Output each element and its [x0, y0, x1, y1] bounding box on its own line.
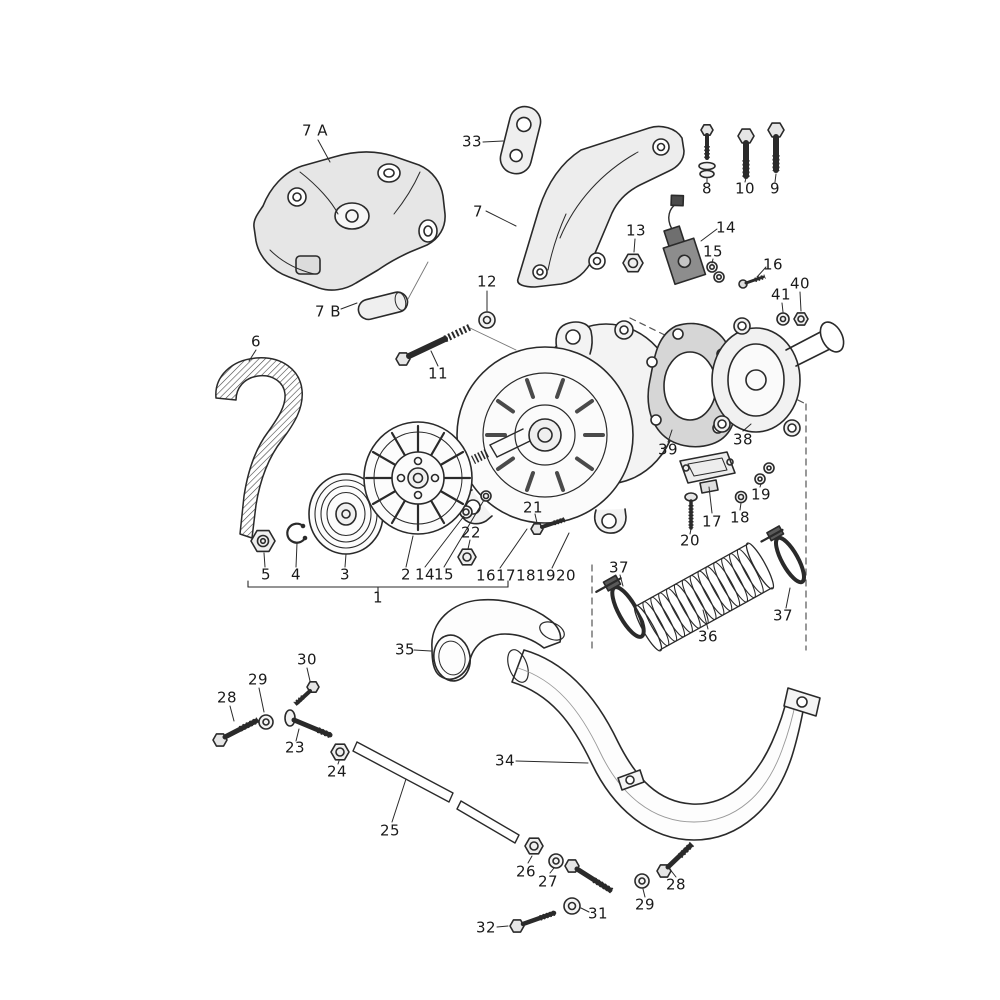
part-28-bolt-left [212, 717, 260, 747]
part-37-hose-clamp-right [760, 525, 806, 585]
part-24-nut [330, 743, 350, 761]
part-7b-spacer-sleeve [357, 291, 409, 321]
part-25-rods [352, 741, 520, 844]
part-bolt-lower-center [564, 859, 614, 894]
part-21-bolt [530, 517, 566, 536]
part-33-retaining-strap [499, 105, 542, 175]
part-13-nut [622, 253, 644, 273]
part-34-air-duct [507, 649, 821, 841]
construction-dashed-lines [591, 317, 807, 651]
part-36-flexible-hose [633, 542, 775, 652]
leader-lines [229, 139, 802, 928]
part-31-washer [563, 897, 581, 915]
part-5-nut [250, 529, 276, 553]
part-23-stud [284, 709, 334, 739]
part-19-washers [754, 462, 775, 485]
part-40-nut [793, 312, 809, 326]
part-27-washer [548, 853, 564, 869]
part-7-support-bracket [516, 125, 685, 288]
part-30-screw [293, 680, 320, 706]
part-8-screw [698, 124, 716, 179]
part-28-bolt-right [656, 841, 695, 878]
part-10-bolt [737, 128, 755, 179]
part-12-washer [478, 311, 496, 329]
part-6-v-belt [215, 357, 303, 539]
part-29-washer-right [634, 873, 650, 889]
part-18-washer [734, 490, 748, 504]
part-16-screw [738, 274, 766, 289]
part-3-pulley [308, 473, 384, 555]
part-7a-mounting-bracket [253, 151, 446, 291]
part-11-bolt [395, 323, 517, 366]
part-20-screw [684, 492, 698, 530]
part-29-washer-left [258, 714, 274, 730]
part-32-bolt [509, 909, 557, 933]
assembly-bracket-line [247, 580, 509, 592]
part-9-bolt [767, 122, 785, 173]
part-14-brush-holder [662, 194, 707, 286]
part-35-elbow-duct [431, 598, 565, 682]
part-38-rear-cover [711, 317, 845, 437]
part-15-washers [706, 261, 725, 283]
part-26-nut [524, 837, 544, 855]
part-37-hose-clamp-left [595, 574, 646, 639]
part-2-fan [363, 421, 473, 535]
part-4-spring-washer [286, 522, 308, 544]
part-41-washer [776, 312, 790, 326]
part-22-nut [457, 548, 477, 566]
part-17-voltage-regulator [679, 451, 736, 494]
part-alternator [456, 320, 681, 534]
